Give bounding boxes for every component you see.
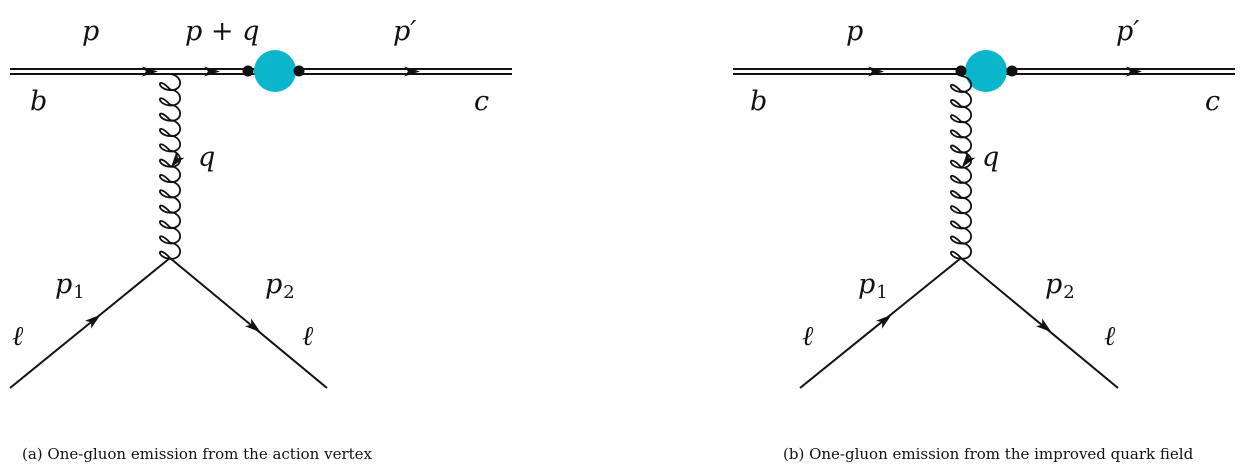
- label-lepton-left: ℓ: [12, 321, 24, 352]
- label-c: c: [1205, 86, 1220, 117]
- label-b: b: [750, 86, 767, 117]
- vertex-dot-right: [1006, 65, 1018, 77]
- label-p: p: [82, 16, 99, 47]
- label-p2: p2: [265, 269, 295, 303]
- gluon-coil: [949, 75, 973, 260]
- vertex-dot-left: [955, 65, 967, 77]
- blob: [254, 50, 296, 92]
- diagram-a: p p + q p′ b c q p1 p2 ℓ ℓ (a) One-gluon…: [9, 16, 512, 463]
- caption-b: (b) One-gluon emission from the improved…: [783, 445, 1194, 463]
- vertex-dot-left: [242, 65, 254, 77]
- label-p-prime: p′: [1116, 16, 1139, 47]
- blob: [965, 50, 1007, 92]
- label-lepton-left: ℓ: [802, 321, 814, 352]
- label-p1: p1: [858, 269, 888, 303]
- label-c: c: [474, 86, 489, 117]
- label-p-plus-q: p + q: [185, 16, 259, 47]
- caption-a: (a) One-gluon emission from the action v…: [22, 445, 373, 463]
- lepton-line-out: [960, 257, 1119, 389]
- lepton-line-in: [799, 257, 962, 389]
- label-lepton-right: ℓ: [302, 321, 314, 352]
- label-b: b: [30, 86, 47, 117]
- label-p2: p2: [1045, 269, 1075, 303]
- label-lepton-right: ℓ: [1104, 321, 1116, 352]
- label-p-prime: p′: [393, 16, 416, 47]
- label-q: q: [982, 142, 999, 173]
- label-p1: p1: [55, 269, 85, 303]
- label-q: q: [198, 142, 215, 173]
- lepton-line-in: [9, 257, 171, 389]
- gluon-coil: [158, 73, 182, 260]
- label-p: p: [846, 16, 863, 47]
- diagram-b: p p′ b c q p1 p2 ℓ ℓ (b) One-gluon emiss…: [733, 16, 1235, 463]
- vertex-dot-right: [293, 65, 305, 77]
